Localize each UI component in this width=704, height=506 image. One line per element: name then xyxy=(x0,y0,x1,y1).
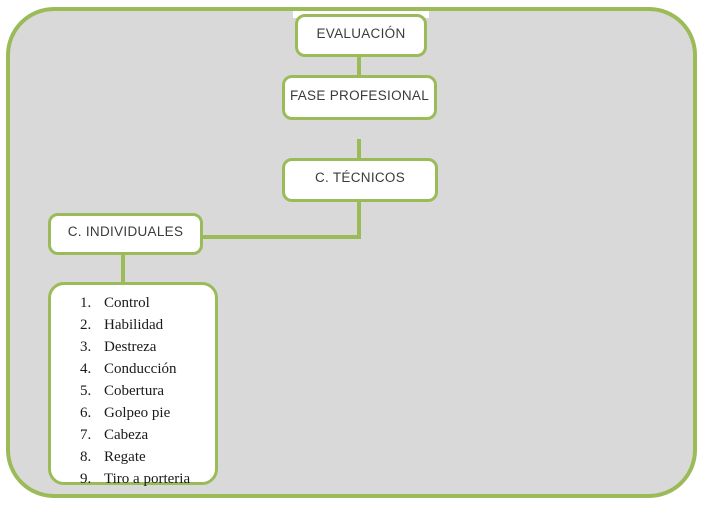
list-item-number: 2. xyxy=(80,317,92,333)
list-item-number: 7. xyxy=(80,427,92,443)
list-item: 6. Golpeo pie xyxy=(51,402,215,424)
list-item: 7. Cabeza xyxy=(51,424,215,446)
connector-individuales-list xyxy=(121,253,125,284)
list-item: 5. Cobertura xyxy=(51,380,215,402)
node-c-tecnicos: C. TÉCNICOS xyxy=(282,158,438,202)
list-item-number: 4. xyxy=(80,361,92,377)
list-item: 2. Habilidad xyxy=(51,314,215,336)
node-c-individuales-label: C. INDIVIDUALES xyxy=(67,224,184,239)
list-item-label: Regate xyxy=(104,449,146,465)
list-item-label: Conducción xyxy=(104,361,177,377)
node-fase-profesional-label: FASE PROFESIONAL xyxy=(289,87,430,103)
connector-fase-tecnicos xyxy=(357,139,361,160)
list-item: 1. Control xyxy=(51,292,215,314)
list-item: 3. Destreza xyxy=(51,336,215,358)
connector-tecnicos-down xyxy=(357,200,361,239)
list-item-number: 9. xyxy=(80,471,92,487)
list-item-label: Control xyxy=(104,295,150,311)
connector-evaluacion-fase xyxy=(357,55,361,77)
skills-list-box: 1. Control 2. Habilidad 3. Destreza 4. C… xyxy=(48,282,218,487)
node-c-tecnicos-label: C. TÉCNICOS xyxy=(314,170,406,185)
connector-individuales-horizontal xyxy=(202,235,361,239)
list-item-label: Destreza xyxy=(104,339,157,355)
list-item: 4. Conducción xyxy=(51,358,215,380)
list-item-label: Tiro a porteria xyxy=(104,471,191,487)
node-evaluacion: EVALUACIÓN xyxy=(295,14,427,57)
list-item-label: Cabeza xyxy=(104,427,149,443)
node-c-individuales: C. INDIVIDUALES xyxy=(48,213,203,255)
list-item: 8. Regate xyxy=(51,446,215,468)
list-item-number: 5. xyxy=(80,383,92,399)
list-item-number: 3. xyxy=(80,339,92,355)
node-fase-profesional: FASE PROFESIONAL xyxy=(282,75,437,120)
list-item-label: Cobertura xyxy=(104,383,164,399)
list-item-label: Golpeo pie xyxy=(104,405,171,421)
list-item-number: 1. xyxy=(80,295,92,311)
list-item-number: 8. xyxy=(80,449,92,465)
list-item: 9. Tiro a porteria xyxy=(51,468,215,490)
node-evaluacion-label: EVALUACIÓN xyxy=(316,25,406,41)
list-item-number: 6. xyxy=(80,405,92,421)
list-item-label: Habilidad xyxy=(104,317,164,333)
